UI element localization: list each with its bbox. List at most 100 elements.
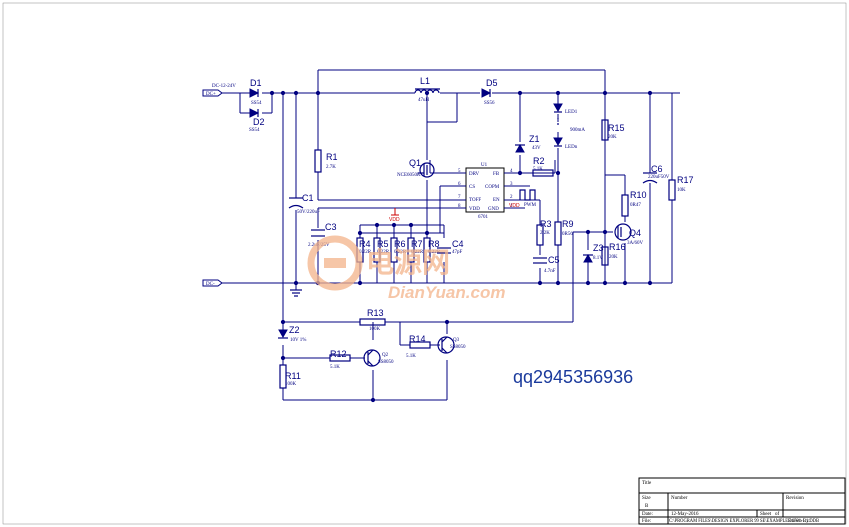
c1-ref: C1 (302, 193, 314, 203)
watermark-en: DianYuan.com (388, 283, 505, 302)
resistor-r8 (423, 237, 431, 263)
r7-ref: R7 (411, 239, 423, 249)
d5-value: SS56 (484, 101, 495, 106)
r1-ref: R1 (326, 152, 338, 162)
c5-ref: C5 (548, 255, 560, 265)
r4-value: 0.22R (359, 250, 372, 255)
dc-plus-port: DC+ (202, 89, 223, 97)
q1-value: NCE6050K (397, 173, 421, 178)
tb-size-value: B (645, 504, 649, 509)
capacitor-c1 (288, 197, 304, 209)
zener-z2 (278, 329, 288, 339)
r12-ref: R12 (330, 349, 347, 359)
u1-pin-copm: COPM (485, 185, 500, 190)
tb-sheet: Sheet (760, 512, 772, 517)
tb-size: Size (642, 496, 651, 501)
ic-u1 (456, 167, 517, 213)
u1-pin-drv: DRV (469, 172, 480, 177)
r8-value: 0.22R (428, 250, 441, 255)
z3-ref: Z3 (593, 243, 604, 253)
zener-z3 (583, 253, 593, 263)
c6-value: 220uF50V (648, 175, 670, 180)
vdd-net-right: VDD (509, 203, 520, 209)
resistor-r11 (279, 364, 287, 389)
tb-title: Title (642, 481, 652, 486)
c5-value: 4.7nF (544, 269, 556, 274)
u1-pin3-num: 3 (510, 182, 513, 187)
contact-qq: qq2945356936 (513, 367, 633, 387)
diode-d5 (481, 88, 492, 98)
r12-value: 5.1K (330, 365, 340, 370)
r17-ref: R17 (677, 175, 694, 185)
u1-pin4-num: 4 (510, 169, 513, 174)
r6-value: 0.22R (394, 250, 407, 255)
wiring (222, 69, 680, 401)
watermark-cn: 电源网 (366, 247, 450, 278)
d5-ref: D5 (486, 78, 498, 88)
mosfet-q1 (418, 162, 435, 178)
r16-ref: R16 (609, 242, 626, 252)
u1-pin5-num: 5 (458, 169, 461, 174)
r9-value: 0R56 (562, 232, 573, 237)
u1-pin-toff: TOFF (469, 198, 481, 203)
u1-value: 6701 (478, 215, 489, 220)
z1-ref: Z1 (529, 134, 540, 144)
inductor-l1 (414, 89, 440, 94)
r3-ref: R3 (540, 219, 552, 229)
l1-value: 47uH (418, 98, 430, 103)
tb-file: File: (642, 519, 651, 524)
r16-value: 20K (609, 255, 618, 260)
c3-ref: C3 (325, 222, 337, 232)
tb-revision: Revision (786, 496, 804, 501)
r11-value: 100K (285, 382, 297, 387)
resistor-r2 (532, 169, 554, 177)
watermark: 电源网 DianYuan.com (307, 235, 505, 302)
d2-ref: D2 (253, 117, 265, 127)
q3-ref: Q3 (453, 338, 460, 343)
tb-of: of (775, 512, 780, 517)
u1-pin-gnd: GND (488, 207, 499, 212)
u1-pin-cs: CS (469, 185, 475, 190)
r14-ref: R14 (409, 334, 426, 344)
resistor-r15 (601, 119, 609, 141)
resistor-r14 (409, 341, 431, 349)
resistor-r13 (359, 318, 386, 326)
resistor-r9 (554, 221, 562, 246)
q4-ref: Q4 (629, 228, 641, 238)
dc-minus-port: DC- (202, 279, 223, 287)
r2-ref: R2 (533, 156, 545, 166)
d2-value: SS54 (249, 128, 260, 133)
svg-text:VDD: VDD (389, 217, 400, 223)
resistor-r3 (536, 224, 544, 246)
diode-d2 (249, 108, 260, 118)
r11-ref: R11 (285, 371, 301, 381)
tb-date: Date: (642, 512, 653, 517)
q2-ref: Q2 (382, 353, 389, 358)
d1-value: SS54 (251, 101, 262, 106)
q4-value: 3A/60V (627, 241, 644, 246)
q2-value: SS8050 (378, 360, 394, 365)
z2-ref: Z2 (289, 325, 300, 335)
resistor-r12 (329, 354, 351, 362)
u1-pin1-num: 1 (510, 204, 513, 209)
r1-value: 2.7K (326, 165, 336, 170)
r13-value: 100K (369, 327, 381, 332)
resistor-r6 (390, 237, 398, 263)
r7-value: 0.22R (411, 250, 424, 255)
mosfet-q4 (614, 223, 632, 241)
tb-file-value: C:\PROGRAM FILES\DESIGN EXPLORER 99 SE\E… (669, 519, 820, 524)
z3-value: 8.1V (593, 256, 603, 261)
tb-number: Number (671, 496, 688, 501)
r6-ref: R6 (394, 239, 406, 249)
r15-ref: R15 (608, 123, 625, 133)
c1-value: 50V/220uF (297, 210, 320, 215)
r13-ref: R13 (367, 308, 384, 318)
svg-text:VDD: VDD (509, 203, 520, 209)
transistor-q3 (437, 336, 455, 354)
capacitor-c3 (311, 229, 325, 237)
capacitor-c4 (437, 247, 451, 254)
title-block (638, 477, 846, 525)
d1-ref: D1 (250, 78, 262, 88)
